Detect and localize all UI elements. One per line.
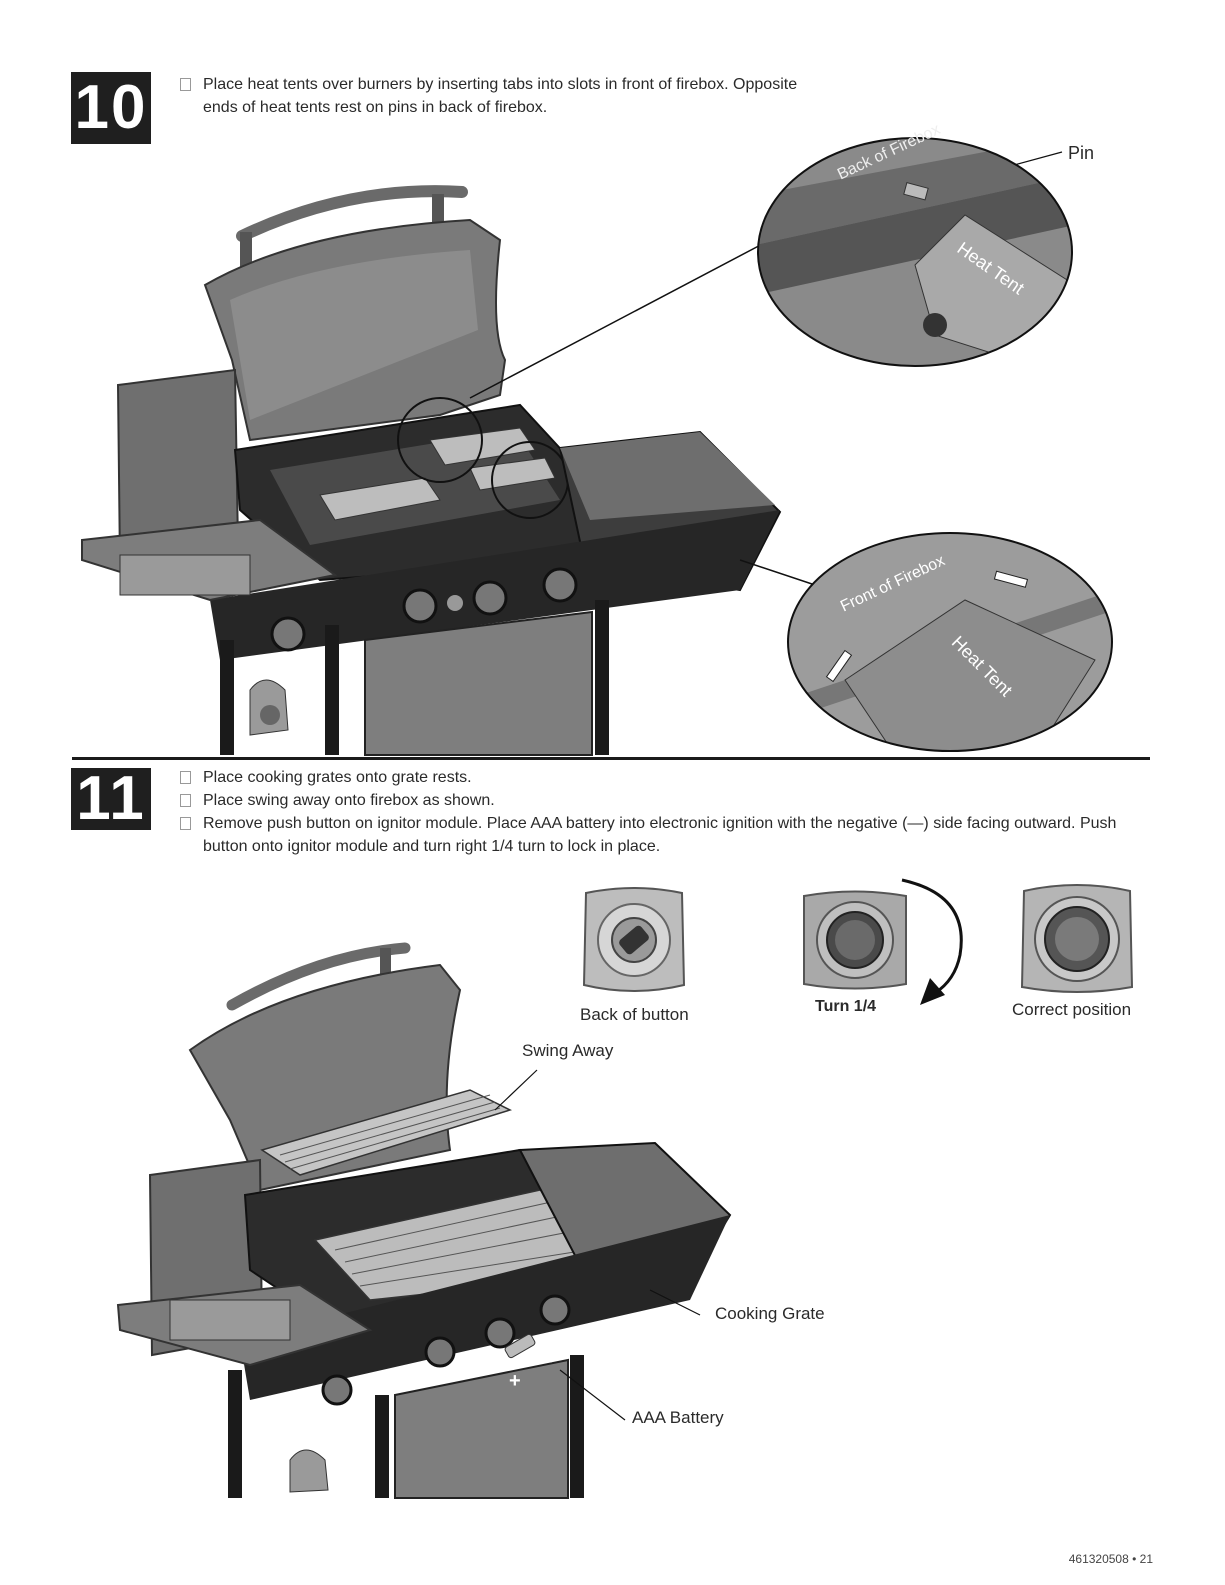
step-11-instruction3-line2: button onto ignitor module and turn righ… — [203, 838, 661, 855]
step-11-instructions: Place cooking grates onto grate rests. P… — [180, 766, 1140, 858]
turn-button-image — [803, 890, 907, 990]
checkbox-icon — [180, 78, 191, 91]
checkbox-icon — [180, 771, 191, 784]
label-cooking-grate: Cooking Grate — [715, 1304, 825, 1323]
step-11-instruction2: Place swing away onto firebox as shown. — [203, 792, 495, 809]
rotate-arrow-icon — [901, 878, 963, 1005]
step-10-instruction-line2: ends of heat tents rest on pins in back … — [203, 99, 548, 116]
back-of-button-image — [582, 887, 686, 992]
checkbox-icon — [180, 794, 191, 807]
zoom-front-of-firebox — [787, 532, 1113, 752]
checkbox-icon — [180, 817, 191, 830]
step-10-instruction-line1: Place heat tents over burners by inserti… — [203, 76, 798, 93]
step-11-instruction3-line1: Remove push button on ignitor module. Pl… — [203, 815, 1117, 832]
page-footer: 461320508 • 21 — [1068, 1552, 1153, 1566]
section-divider — [72, 757, 1150, 760]
grill-illustration-step10 — [81, 151, 1063, 756]
label-pin: Pin — [1068, 143, 1095, 163]
label-swing-away: Swing Away — [522, 1041, 614, 1060]
step-10-number: 10 — [74, 73, 148, 142]
correct-position-image — [1020, 884, 1134, 993]
label-minus: – — [541, 1350, 553, 1372]
label-correct-position: Correct position — [1012, 1000, 1132, 1019]
zoom-back-of-firebox — [757, 137, 1073, 367]
label-back-of-button: Back of button — [580, 1005, 689, 1024]
label-turn: Turn 1/4 — [815, 998, 877, 1015]
step-11-number: 11 — [76, 764, 146, 833]
step-10-badge: 10 — [71, 72, 151, 144]
label-plus: + — [509, 1370, 521, 1392]
step-11-instruction1: Place cooking grates onto grate rests. — [203, 769, 472, 786]
step-11-badge: 11 — [71, 768, 151, 830]
label-aaa-battery: AAA Battery — [632, 1408, 724, 1427]
step-10-instructions: Place heat tents over burners by inserti… — [180, 73, 880, 119]
